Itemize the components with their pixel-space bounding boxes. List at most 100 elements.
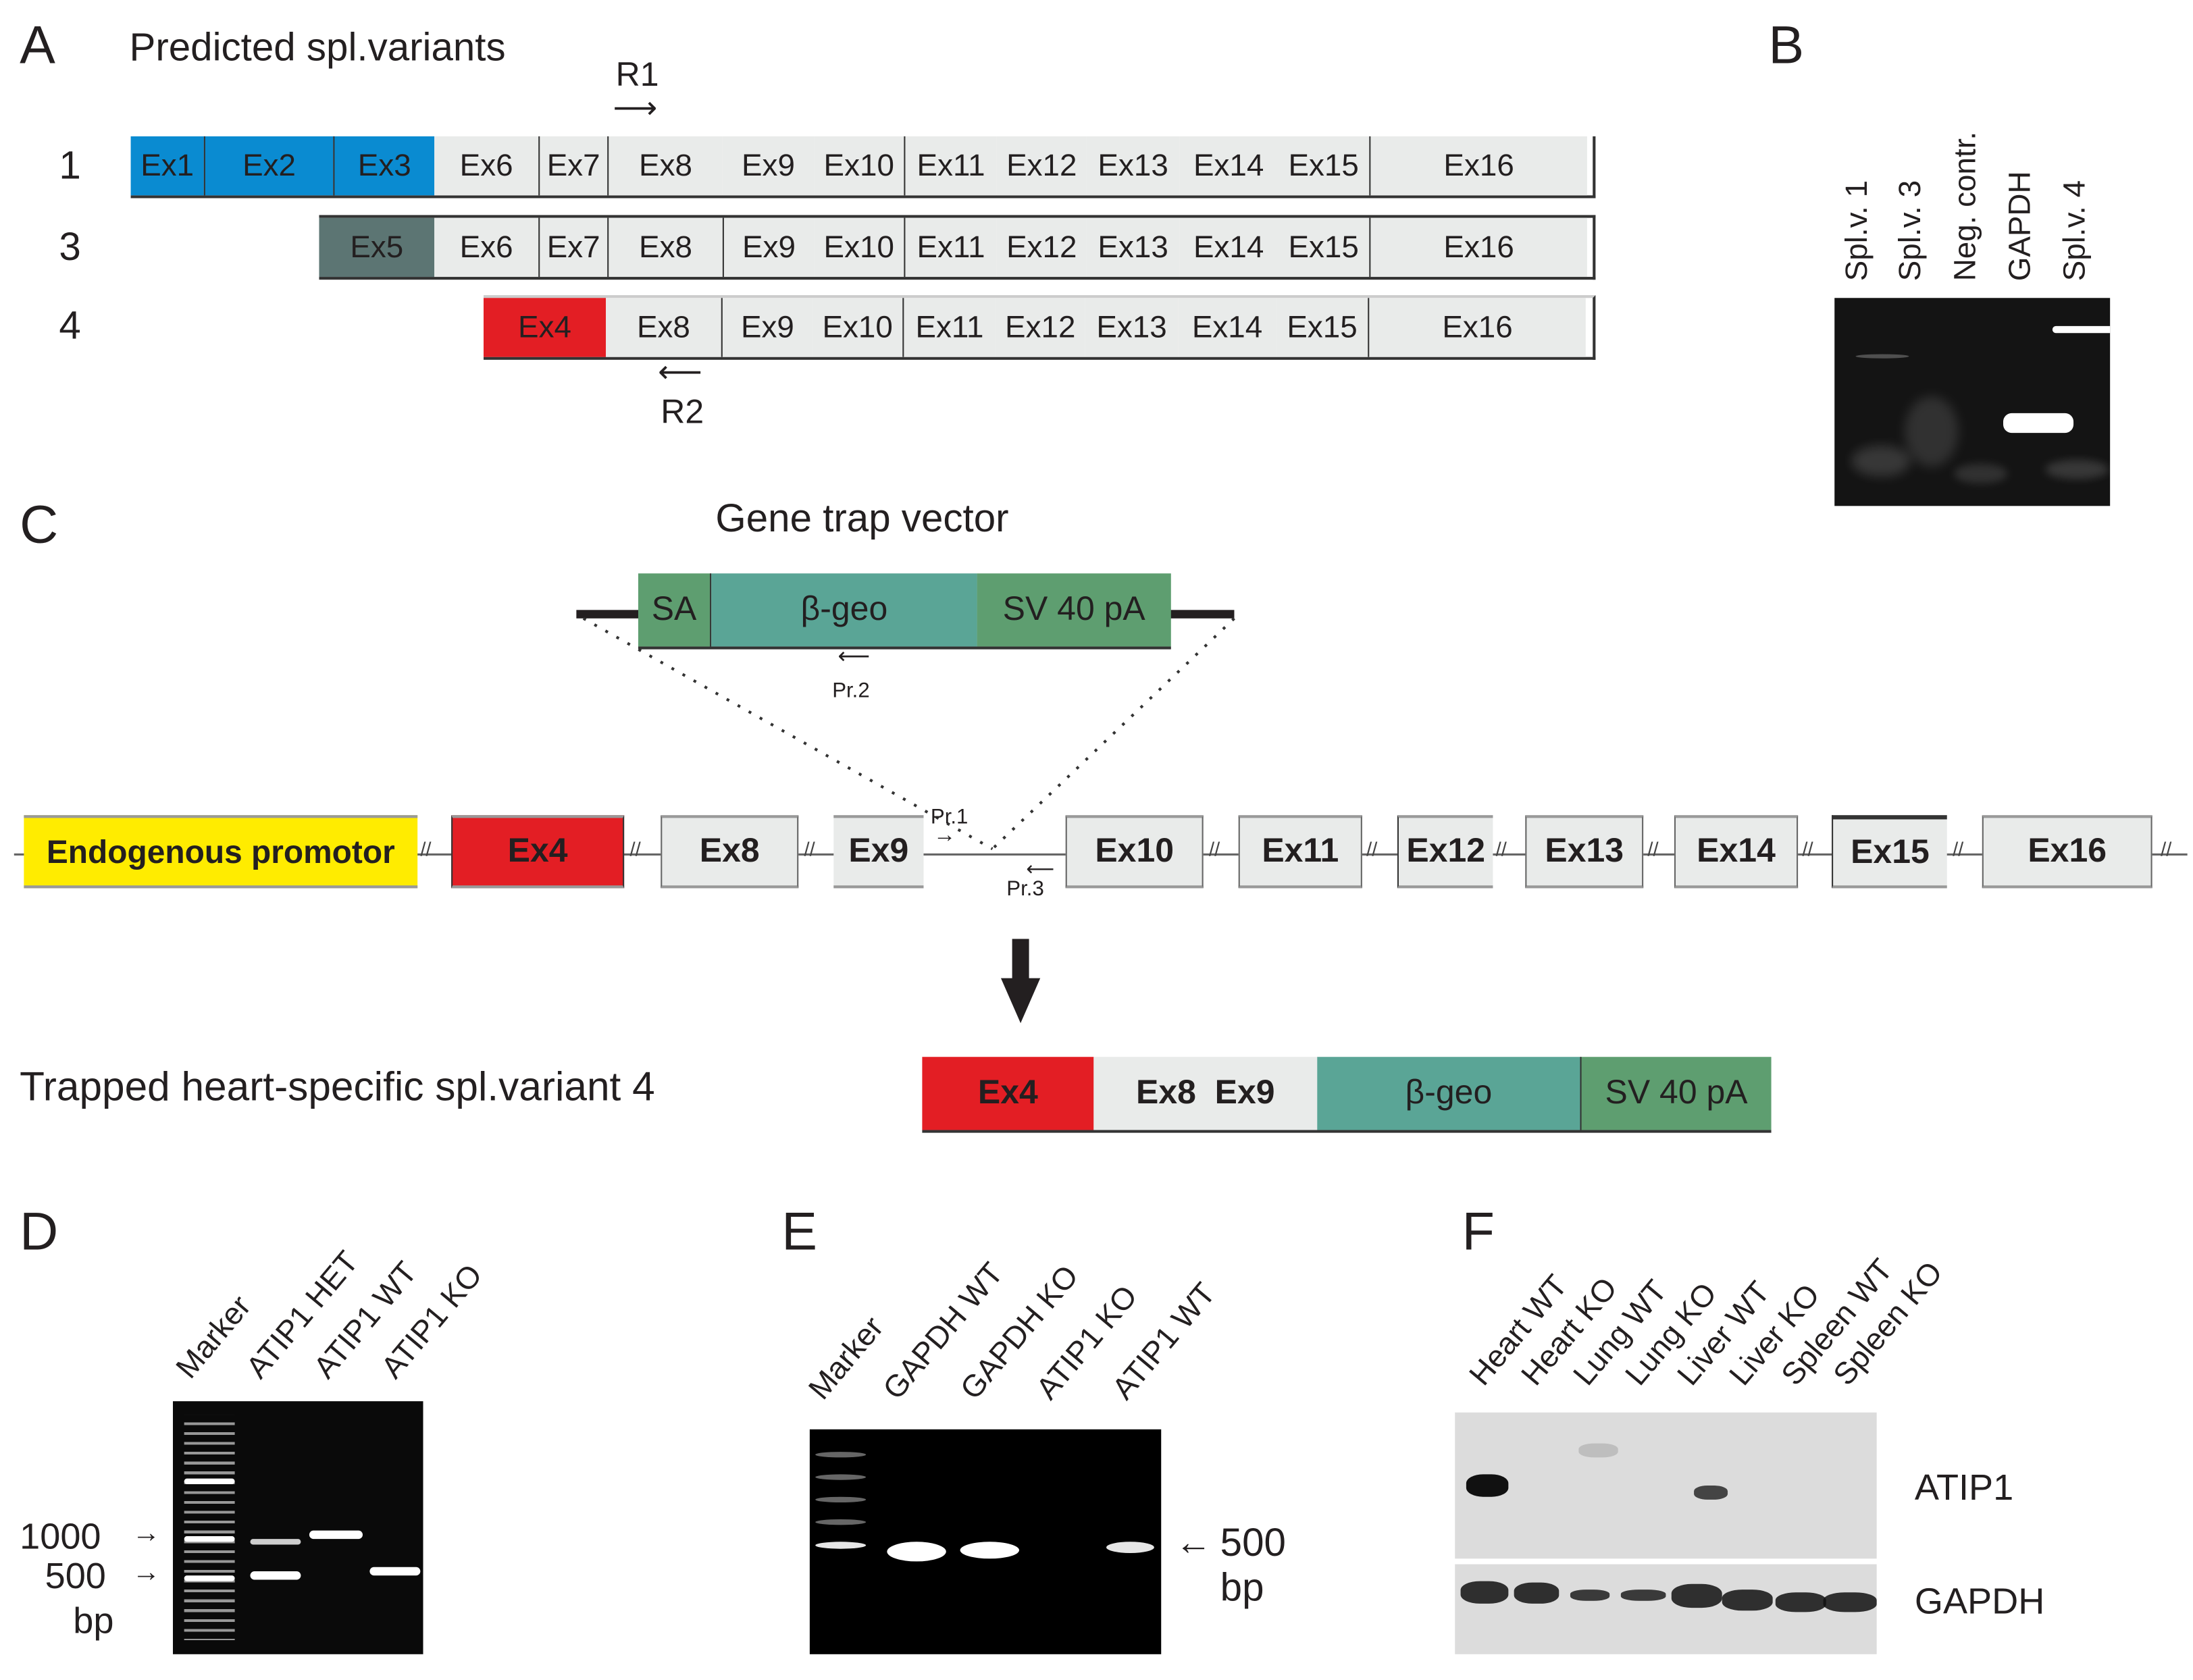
exon: Ex16	[1369, 217, 1587, 278]
break-icon: //	[2161, 837, 2172, 860]
locus-ex14: Ex14	[1674, 815, 1799, 889]
break-icon: //	[629, 837, 641, 860]
exon: Ex6	[434, 217, 539, 278]
exon: Ex1	[130, 136, 204, 196]
primer-pr1-arrow-icon: →	[933, 823, 956, 848]
gene-trap-vector: SA β-geo SV 40 pA	[638, 573, 1171, 650]
break-icon: //	[1209, 837, 1220, 860]
trapped-ex8-ex9: Ex8 Ex9	[1093, 1057, 1318, 1130]
lane-label: Marker	[168, 1288, 258, 1385]
vector-sa: SA	[638, 573, 712, 647]
lane-label: Marker	[801, 1309, 891, 1407]
break-icon: //	[804, 837, 815, 860]
locus-ex15: Ex15	[1832, 815, 1947, 889]
exon: Ex8	[607, 136, 723, 196]
marker-500-arrow-icon: ←	[1175, 1521, 1212, 1563]
variant-row-3: Ex5 Ex6 Ex7 Ex8 Ex9 Ex10 Ex11 Ex12 Ex13 …	[319, 215, 1596, 280]
primer-r1-label: R1	[615, 56, 659, 95]
exon: Ex13	[1086, 136, 1180, 196]
exon: Ex2	[203, 136, 334, 196]
marker-500-label: 500	[1220, 1521, 1286, 1565]
unit-bp-label: bp	[73, 1599, 114, 1642]
exon: Ex9	[721, 298, 813, 357]
locus-ex9: Ex9	[833, 815, 924, 889]
locus-ex4: Ex4	[451, 815, 625, 889]
exon: Ex4	[484, 298, 607, 357]
primer-r2-arrow-icon: ⟵	[658, 354, 702, 390]
exon: Ex13	[1085, 298, 1179, 357]
break-icon: //	[1366, 837, 1378, 860]
primer-r1-arrow-icon: ⟶	[613, 90, 658, 126]
exon: Ex10	[812, 298, 903, 357]
panel-a-letter: A	[20, 16, 55, 76]
exon: Ex15	[1277, 136, 1370, 196]
exon: Ex15	[1277, 217, 1370, 278]
exon: Ex11	[904, 217, 997, 278]
break-icon: //	[1802, 837, 1813, 860]
panel-a-title: Predicted spl.variants	[129, 25, 506, 69]
exon: Ex8	[607, 217, 723, 278]
primer-pr3-label: Pr.3	[1006, 876, 1044, 901]
exon: Ex5	[319, 217, 435, 278]
exon: Ex16	[1369, 136, 1587, 196]
primer-pr1-label: Pr.1	[930, 805, 969, 830]
western-blot-atip1	[1455, 1412, 1877, 1559]
primer-pr2-arrow-icon: ⟵	[837, 645, 871, 669]
exon: Ex14	[1179, 217, 1278, 278]
marker-500-arrow-icon: →	[132, 1557, 161, 1588]
primer-pr3-arrow-icon: ⟵	[1026, 857, 1055, 880]
exon: Ex15	[1276, 298, 1368, 357]
locus-ex11: Ex11	[1238, 815, 1362, 889]
locus-ex16: Ex16	[1982, 815, 2152, 889]
marker-1000-label: 1000	[20, 1515, 101, 1558]
exon: Ex9	[722, 136, 815, 196]
exon: Ex14	[1178, 298, 1276, 357]
primer-pr2-label: Pr.2	[832, 679, 870, 703]
exon: Ex14	[1179, 136, 1278, 196]
exon: Ex9	[722, 217, 815, 278]
trapped-beta-geo: β-geo	[1317, 1057, 1580, 1130]
panel-d-letter: D	[20, 1203, 59, 1263]
gel-image-d	[173, 1401, 423, 1654]
variant-label-3: 3	[59, 225, 81, 269]
break-icon: //	[420, 837, 432, 860]
variant-label-4: 4	[59, 303, 81, 348]
vector-beta-geo: β-geo	[711, 573, 977, 647]
primer-r2-label: R2	[661, 393, 704, 431]
break-icon: //	[1495, 837, 1507, 860]
gel-image-b	[1834, 298, 2111, 506]
exon: Ex12	[996, 136, 1087, 196]
exon: Ex8	[606, 298, 721, 357]
panel-b-letter: B	[1768, 16, 1805, 76]
locus-ex12: Ex12	[1397, 815, 1493, 889]
panel-e-letter: E	[781, 1203, 818, 1263]
locus-ex8: Ex8	[661, 815, 799, 889]
exon: Ex16	[1368, 298, 1586, 357]
blot-label-atip1: ATIP1	[1914, 1465, 2014, 1508]
locus-ex10: Ex10	[1065, 815, 1204, 889]
exon: Ex11	[902, 298, 996, 357]
vector-backbone-right	[1169, 610, 1235, 619]
variant-row-1: Ex1 Ex2 Ex3 Ex6 Ex7 Ex8 Ex9 Ex10 Ex11 Ex…	[130, 136, 1596, 199]
panel-f-letter: F	[1462, 1203, 1495, 1263]
exon: Ex13	[1086, 217, 1180, 278]
exon: Ex10	[814, 217, 904, 278]
locus-ex13: Ex13	[1525, 815, 1644, 889]
trapped-sv40pa: SV 40 pA	[1580, 1057, 1772, 1130]
marker-500-label: 500	[45, 1554, 106, 1597]
exon: Ex12	[995, 298, 1085, 357]
variant-label-1: 1	[59, 143, 81, 187]
vector-title: Gene trap vector	[715, 496, 1009, 540]
break-icon: //	[1647, 837, 1659, 860]
gel-image-e	[809, 1429, 1162, 1654]
vector-sv40pa: SV 40 pA	[977, 573, 1171, 647]
exon: Ex10	[814, 136, 904, 196]
western-blot-gapdh	[1455, 1564, 1877, 1654]
exon: Ex7	[538, 217, 608, 278]
locus-endogenous-promotor: Endogenous promotor	[24, 815, 418, 889]
marker-1000-arrow-icon: →	[132, 1517, 161, 1549]
exon: Ex6	[434, 136, 539, 196]
exon: Ex12	[996, 217, 1087, 278]
variant-row-4: Ex4 Ex8 Ex9 Ex10 Ex11 Ex12 Ex13 Ex14 Ex1…	[484, 295, 1596, 360]
